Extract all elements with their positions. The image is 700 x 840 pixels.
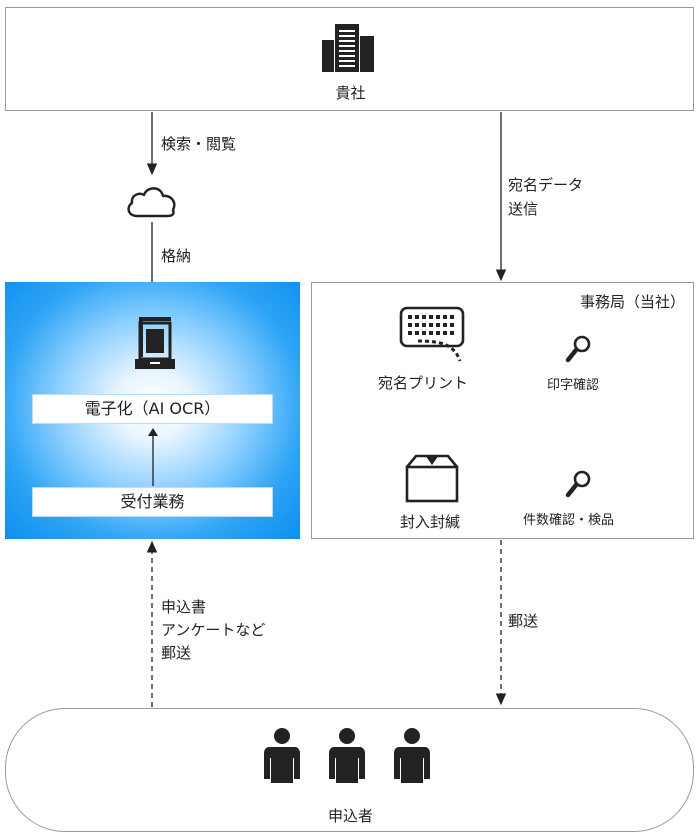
keyboard-icon (399, 306, 465, 362)
company-box: 貴社 (5, 7, 694, 111)
apply-mail-line3: 郵送 (161, 644, 192, 662)
print-check-label: 印字確認 (547, 378, 600, 393)
cloud-icon (127, 187, 176, 218)
reception-bar: 受付業務 (32, 487, 273, 517)
scanner-icon (135, 317, 175, 369)
ocr-bar: 電子化（AI OCR） (32, 394, 273, 424)
apply-mail-line2: アンケートなど (161, 621, 266, 639)
digitization-panel: 電子化（AI OCR） 受付業務 (5, 282, 300, 539)
office-title: 事務局（当社） (579, 293, 685, 311)
address-data-label-line2: 送信 (508, 200, 539, 218)
building-icon (322, 24, 374, 72)
magnifier-icon (565, 470, 591, 498)
person-icon (329, 728, 365, 783)
applicants-label: 申込者 (327, 807, 373, 825)
magnifier-icon (565, 335, 591, 363)
search-view-label: 検索・閲覧 (161, 135, 237, 153)
address-data-label-line1: 宛名データ (508, 176, 584, 194)
enclose-label: 封入封緘 (400, 513, 461, 531)
store-label: 格納 (161, 247, 192, 265)
count-check-label: 件数確認・検品 (523, 513, 615, 528)
apply-mail-line1: 申込書 (161, 598, 207, 616)
applicants-box: 申込者 (5, 708, 694, 832)
mail-label: 郵送 (508, 612, 539, 630)
box-icon (405, 454, 459, 503)
office-box: 事務局（当社） 宛名プリント 印字確認 封入封緘 件数確認・検品 (311, 282, 694, 539)
person-icon (264, 728, 300, 783)
ocr-arrow (148, 428, 158, 486)
company-label: 貴社 (335, 84, 366, 102)
person-icon (394, 728, 430, 783)
print-label: 宛名プリント (378, 374, 469, 392)
